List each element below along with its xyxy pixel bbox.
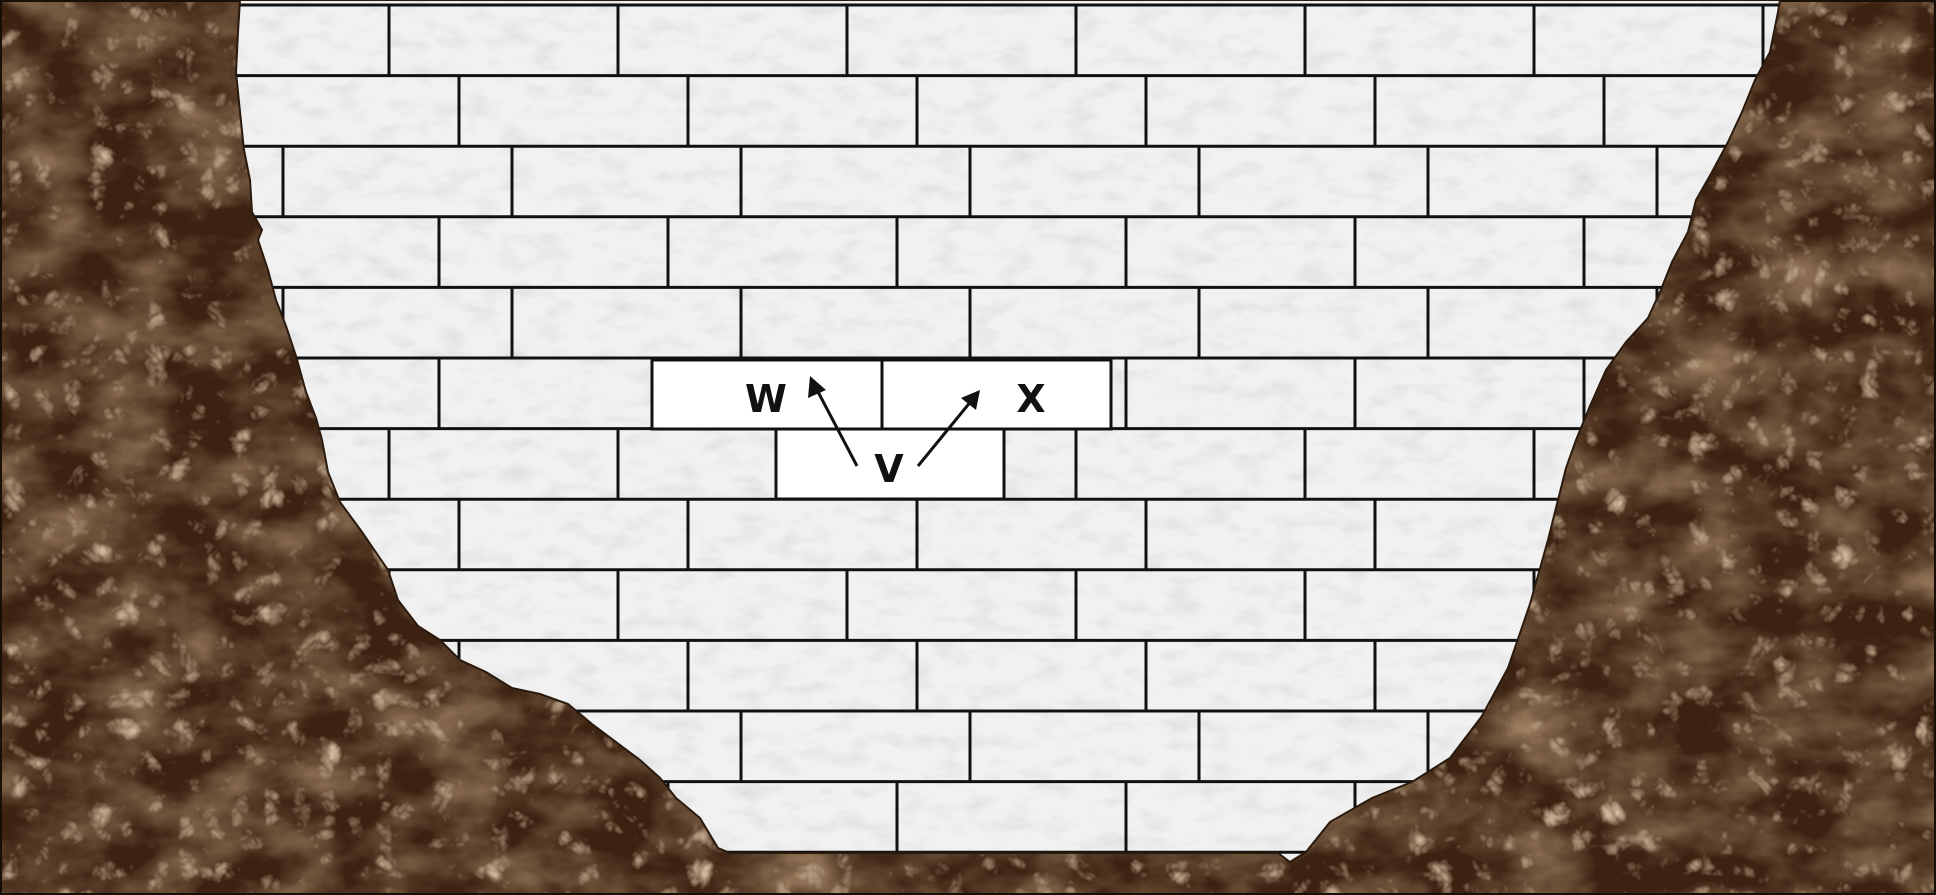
brick-x [882, 360, 1111, 429]
label-v: V [874, 447, 904, 491]
label-w: W [745, 377, 787, 421]
label-x: X [1016, 377, 1045, 421]
